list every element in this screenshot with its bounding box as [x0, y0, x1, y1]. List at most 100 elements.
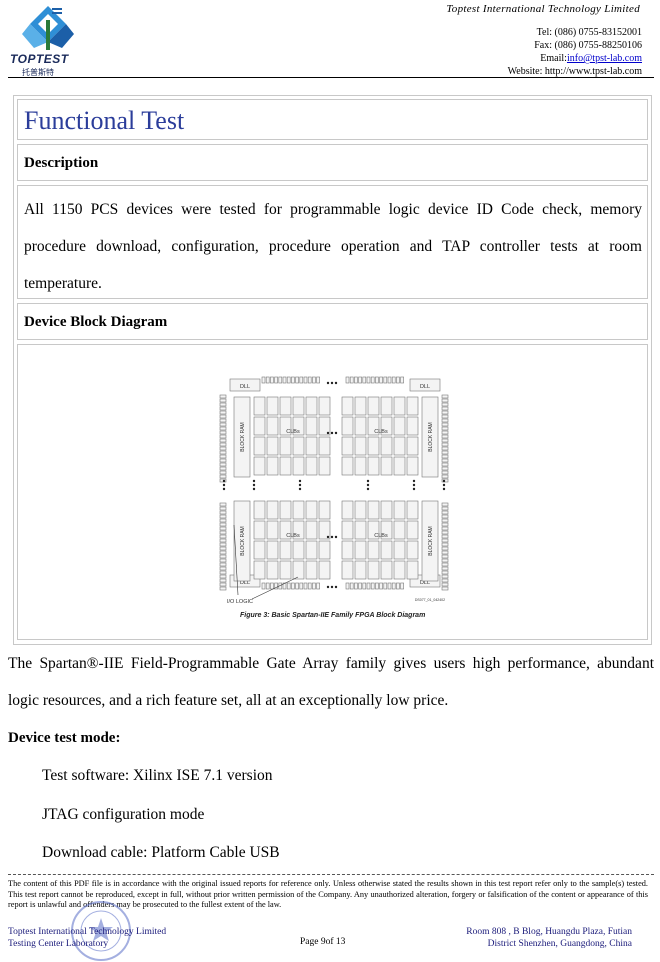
- io-pin: [219, 558, 227, 563]
- io-pin: [441, 566, 449, 571]
- clb-cell: [393, 560, 406, 580]
- io-pin: [219, 530, 227, 535]
- clb-cell: [393, 396, 406, 416]
- io-pin: [219, 522, 227, 527]
- clb-cell: [406, 540, 419, 560]
- clb-cell: [266, 456, 279, 476]
- io-pin: [441, 502, 449, 507]
- page-number: Page 9of 13: [300, 937, 346, 947]
- contact-block: Tel: (086) 0755-83152001 Fax: (086) 0755…: [508, 26, 642, 78]
- clb-cell: [380, 416, 393, 436]
- clb-cell: [354, 520, 367, 540]
- clb-cell: [367, 540, 380, 560]
- ellipsis-dot: [334, 431, 338, 435]
- ellipsis-dot: [412, 479, 416, 483]
- ellipsis-dot: [252, 479, 256, 483]
- clb-cell: [305, 396, 318, 416]
- io-pin: [219, 418, 227, 423]
- io-pin: [219, 438, 227, 443]
- ellipsis-dot: [252, 487, 256, 491]
- clb-cell: [292, 520, 305, 540]
- clb-cell: [341, 396, 354, 416]
- clb-cell: [318, 500, 331, 520]
- ellipsis-dot: [326, 585, 330, 589]
- clb-cell: [406, 456, 419, 476]
- clb-cell: [253, 560, 266, 580]
- clbs-label: CLBs: [374, 533, 388, 539]
- email-link[interactable]: info@tpst-lab.com: [566, 53, 642, 64]
- io-pin: [379, 376, 383, 384]
- footer-address-line1: Room 808 , B Blog, Huangdu Plaza, Futian: [466, 927, 632, 937]
- clb-cell: [393, 540, 406, 560]
- io-pin: [219, 554, 227, 559]
- io-pin: [358, 376, 362, 384]
- clb-cell: [266, 500, 279, 520]
- ellipsis-dot: [298, 487, 302, 491]
- io-pin: [441, 546, 449, 551]
- dll-block: [409, 378, 441, 392]
- io-pin: [441, 434, 449, 439]
- io-pin: [261, 582, 266, 590]
- clbs-label: CLBs: [286, 429, 300, 435]
- io-pin: [375, 376, 379, 384]
- io-pin: [219, 510, 227, 515]
- clb-cell: [292, 396, 305, 416]
- clb-cell: [253, 500, 266, 520]
- clb-cell: [279, 456, 292, 476]
- clb-cell: [292, 436, 305, 456]
- clb-cell: [380, 436, 393, 456]
- website-line[interactable]: Website: http://www.tpst-lab.com: [507, 66, 642, 77]
- clb-cell: [292, 456, 305, 476]
- io-pin: [391, 582, 396, 590]
- io-pin: [282, 376, 287, 384]
- io-pin: [441, 530, 449, 535]
- clb-cell: [367, 396, 380, 416]
- io-pin: [316, 582, 320, 590]
- ellipsis-dot: [442, 479, 446, 483]
- section-title-cell: Functional Test: [17, 99, 648, 140]
- report-table: [13, 95, 652, 645]
- clb-cell: [367, 500, 380, 520]
- clb-cell: [305, 500, 318, 520]
- io-pin: [219, 514, 227, 519]
- description-text: All 1150 PCS devices were tested for pro…: [24, 201, 642, 292]
- io-pin: [219, 566, 227, 571]
- io-pin: [400, 376, 404, 384]
- block-ram: [421, 500, 439, 582]
- clb-cell: [380, 396, 393, 416]
- io-pin: [219, 402, 227, 407]
- clb-cell: [253, 456, 266, 476]
- clb-cell: [318, 560, 331, 580]
- io-pin: [441, 582, 449, 587]
- ellipsis-dot: [326, 535, 330, 539]
- clb-cell: [393, 416, 406, 436]
- clb-cell: [279, 540, 292, 560]
- clb-cell: [266, 396, 279, 416]
- description-heading-cell: Description: [17, 144, 648, 181]
- clb-cell: [279, 396, 292, 416]
- io-pin: [354, 376, 358, 384]
- clb-cell: [318, 416, 331, 436]
- io-pin: [316, 376, 320, 384]
- io-pin: [391, 376, 396, 384]
- io-pin: [441, 526, 449, 531]
- io-pin: [219, 582, 227, 587]
- io-pin: [219, 454, 227, 459]
- clb-cell: [406, 500, 419, 520]
- clb-cell: [253, 520, 266, 540]
- clb-cell: [253, 540, 266, 560]
- io-pin: [441, 474, 449, 479]
- io-pin: [441, 426, 449, 431]
- ellipsis-dot: [412, 487, 416, 491]
- clb-cell: [341, 436, 354, 456]
- clb-cell: [367, 560, 380, 580]
- io-pin: [441, 586, 449, 591]
- block-ram-label: BLOCK RAM: [428, 526, 434, 555]
- clb-cell: [380, 456, 393, 476]
- test-mode-item: Test software: Xilinx ISE 7.1 version: [42, 767, 273, 784]
- clb-cell: [318, 436, 331, 456]
- clb-cell: [279, 416, 292, 436]
- io-pin: [261, 376, 266, 384]
- clb-cell: [266, 540, 279, 560]
